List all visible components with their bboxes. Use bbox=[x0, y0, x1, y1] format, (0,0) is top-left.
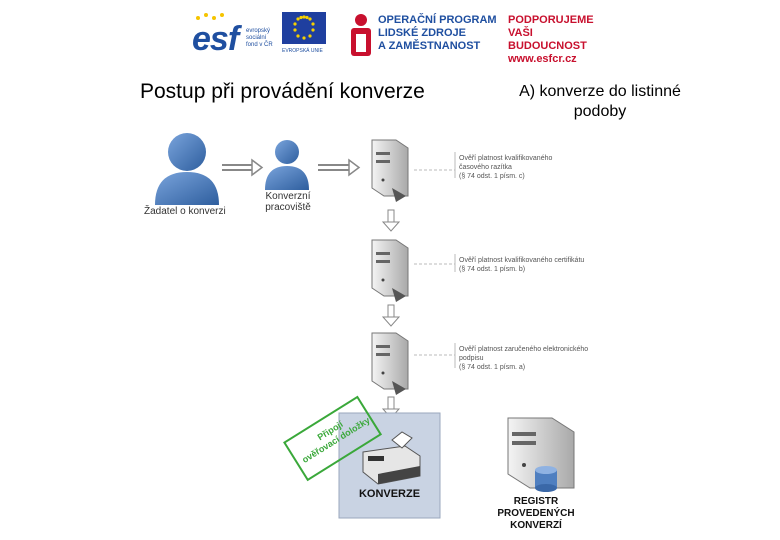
server-2-icon bbox=[371, 239, 409, 302]
note-3-line-3: (§ 74 odst. 1 písm. a) bbox=[459, 364, 526, 371]
slide-subtitle-2: podoby bbox=[573, 103, 627, 120]
registry-line-2: PROVEDENÝCH bbox=[497, 508, 575, 519]
logo-banner: esf evropský sociální fond v ČR EVROPSKÁ… bbox=[192, 10, 594, 65]
arrow-applicant-to-workplace bbox=[222, 158, 264, 177]
op-line-2: LIDSKÉ ZDROJE bbox=[378, 27, 467, 39]
applicant-label: Žadatel o konverzi bbox=[144, 206, 226, 217]
arrow-down-1 bbox=[381, 209, 401, 232]
esf-sub-1: evropský bbox=[246, 28, 271, 34]
slide-title: Postup při provádění konverze bbox=[140, 80, 425, 103]
op-mark bbox=[348, 12, 374, 58]
slide-subtitle-1: A) konverze do listinné bbox=[519, 83, 681, 100]
note-3-line-1: Ověří platnost zaručeného elektronického bbox=[459, 346, 589, 353]
note-3-line-2: podpisu bbox=[459, 355, 484, 362]
eu-flag-icon bbox=[282, 12, 326, 44]
pb-line-1: PODPORUJEME bbox=[508, 14, 594, 26]
note-1-line-1: Ověří platnost kvalifikovaného bbox=[459, 155, 553, 162]
op-line-1: OPERAČNÍ PROGRAM bbox=[378, 14, 497, 26]
esf-sub-2: sociální bbox=[246, 35, 267, 41]
arrow-down-2 bbox=[381, 304, 401, 327]
registry-line-3: KONVERZÍ bbox=[510, 520, 562, 531]
esf-letters: esf bbox=[192, 20, 239, 58]
workplace-person-icon bbox=[265, 140, 309, 190]
printer-icon bbox=[362, 431, 421, 485]
note-1-line-3: (§ 74 odst. 1 písm. c) bbox=[459, 173, 525, 180]
note-2-line-1: Ověří platnost kvalifikovaného certifiká… bbox=[459, 257, 585, 264]
eu-logo: EVROPSKÁ UNIE bbox=[282, 12, 330, 60]
pb-line-2: VAŠI BUDOUCNOST bbox=[508, 27, 587, 52]
pb-url: www.esfcr.cz bbox=[508, 53, 577, 65]
eu-caption: EVROPSKÁ UNIE bbox=[282, 48, 323, 54]
arrow-workplace-to-server bbox=[318, 158, 361, 177]
registry-line-1: REGISTR bbox=[513, 496, 559, 507]
server-1-icon bbox=[371, 139, 409, 202]
op-person-icon bbox=[351, 14, 371, 56]
note-1-line-2: časového razítka bbox=[459, 164, 512, 171]
workplace-label-1: Konverzní bbox=[265, 191, 311, 202]
applicant-person-icon bbox=[155, 133, 219, 205]
conversion-label: KONVERZE bbox=[358, 488, 421, 500]
verification-stamp bbox=[283, 395, 383, 482]
op-line-3: A ZAMĚSTNANOST bbox=[378, 40, 481, 52]
workplace-label-2: pracoviště bbox=[265, 202, 311, 213]
esf-sub-3: fond v ČR bbox=[246, 42, 273, 48]
registry-server-icon bbox=[507, 417, 575, 489]
database-icon bbox=[535, 466, 557, 492]
esf-stars-icon bbox=[196, 13, 224, 20]
esf-logo: esf evropský sociální fond v ČR bbox=[192, 10, 276, 60]
server-3-icon bbox=[371, 332, 409, 395]
note-2-line-2: (§ 74 odst. 1 písm. b) bbox=[459, 266, 526, 273]
